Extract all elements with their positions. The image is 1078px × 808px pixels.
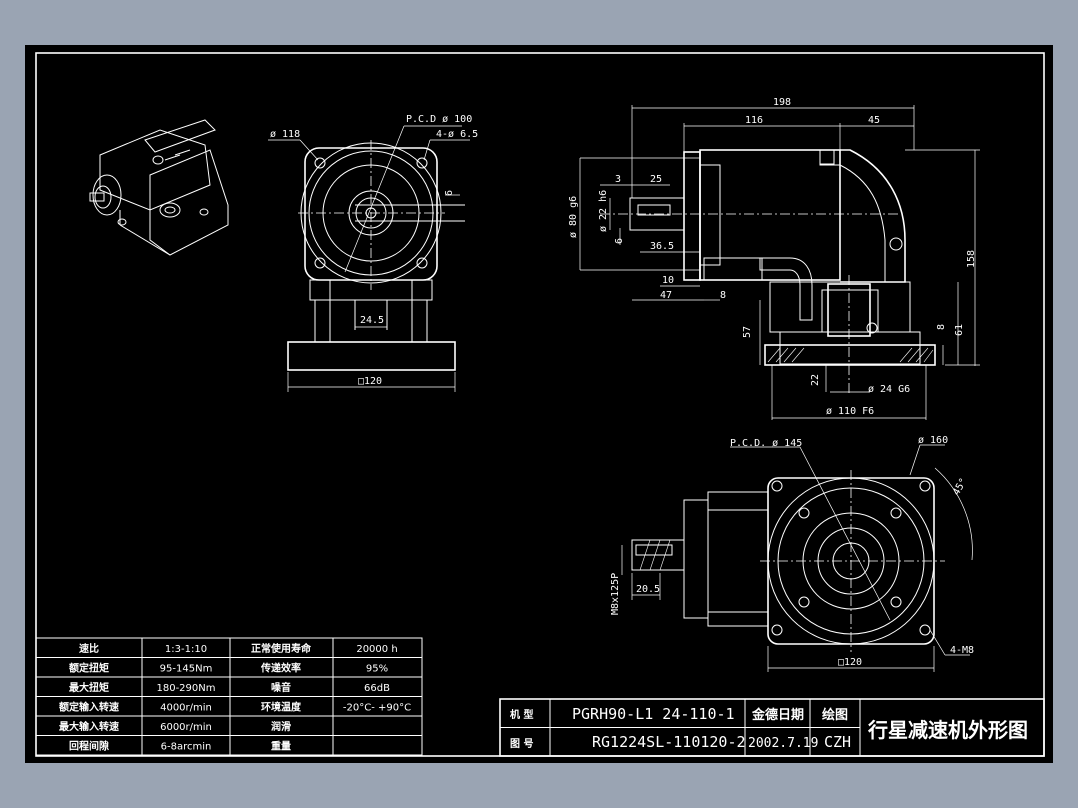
side-h57-label: 57 (742, 326, 753, 338)
spec-cell: 回程间隙 (69, 740, 109, 753)
front-view (268, 125, 470, 392)
front-diameter-label: ø 118 (270, 129, 300, 140)
bottom-outer-label: ø 160 (918, 435, 948, 446)
spec-cell: 180-290Nm (156, 683, 215, 694)
spec-cell: 6000r/min (160, 722, 212, 733)
side-d1-label: 3 (615, 174, 621, 185)
spec-cell: 95-145Nm (160, 664, 213, 675)
front-holes-label: 4-ø 6.5 (436, 129, 478, 140)
isometric-view (89, 119, 229, 256)
bottom-view (621, 444, 973, 672)
front-base-width-label: 24.5 (360, 315, 384, 326)
spec-cell: 速比 (79, 642, 99, 655)
side-shaft-dia-label: ø 22 h6 (598, 190, 609, 232)
drawing-date: 2002.7.19 (748, 736, 818, 751)
model-label: 机 型 (510, 708, 533, 721)
model-value: PGRH90-L1 24-110-1 (572, 705, 735, 723)
spec-cell: 6-8arcmin (161, 742, 212, 753)
side-offset-label: 45 (868, 115, 880, 126)
bottom-len-label: 20.5 (636, 584, 660, 595)
spec-cell: 正常使用寿命 (251, 642, 312, 655)
side-len2-label: 10 (662, 275, 674, 286)
side-key-label: 6 (614, 238, 625, 244)
side-bore-label: ø 24 G6 (868, 384, 910, 395)
side-len1-label: 36.5 (650, 241, 674, 252)
spec-cell: 润滑 (271, 720, 291, 733)
side-overall-label: 198 (773, 97, 791, 108)
bottom-thread-label: M8x125P (610, 573, 621, 615)
drawing-no-label: 图 号 (510, 738, 533, 750)
front-key-label: 6 (444, 190, 455, 196)
spec-cell: 重量 (271, 740, 291, 753)
drawing-sheet (25, 45, 1053, 763)
spec-cell: 噪音 (271, 681, 291, 694)
side-h22-label: 22 (810, 374, 821, 386)
side-body-label: 116 (745, 115, 763, 126)
side-height-label: 158 (966, 250, 977, 268)
drawer-value: CZH (824, 733, 851, 751)
front-pcd-label: P.C.D ø 100 (406, 114, 472, 125)
spec-cell: 4000r/min (160, 703, 212, 714)
bottom-square-label: □120 (838, 657, 862, 668)
side-h8-label: 8 (936, 324, 947, 330)
bottom-holes-label: 4-M8 (950, 645, 974, 656)
spec-cell: 环境温度 (261, 701, 302, 714)
spec-cell: 66dB (364, 683, 390, 694)
spec-cell: -20°C- +90°C (343, 703, 411, 714)
spec-table (35, 637, 423, 756)
side-len3-label: 47 (660, 290, 672, 301)
front-base-square-label: □120 (358, 376, 382, 387)
spec-cell: 额定输入转速 (59, 701, 119, 714)
spec-cell: 传递效率 (260, 662, 301, 675)
drawing-title: 行星减速机外形图 (867, 718, 1028, 742)
side-len4-label: 8 (720, 290, 726, 301)
spec-cell: 额定扭矩 (69, 662, 109, 675)
side-pilot-dia-label: ø 80 g6 (568, 196, 579, 238)
side-view (579, 105, 980, 420)
spec-cell: 95% (366, 664, 388, 675)
title-block (499, 698, 1045, 757)
drawing-no-value: RG1224SL-110120-2 (592, 733, 746, 751)
spec-cell: 1:3-1:10 (165, 644, 207, 655)
side-h61-label: 61 (954, 324, 965, 336)
bottom-pcd-label: P.C.D. ø 145 (730, 438, 802, 449)
spec-cell: 20000 h (356, 644, 397, 655)
spec-cell: 最大输入转速 (59, 720, 119, 733)
drawer-label: 绘图 (822, 707, 848, 723)
side-flange-label: ø 110 F6 (826, 406, 874, 417)
spec-cell: 最大扭矩 (69, 681, 109, 694)
side-d2-label: 25 (650, 174, 662, 185)
company-name: 金德日期 (751, 707, 804, 723)
